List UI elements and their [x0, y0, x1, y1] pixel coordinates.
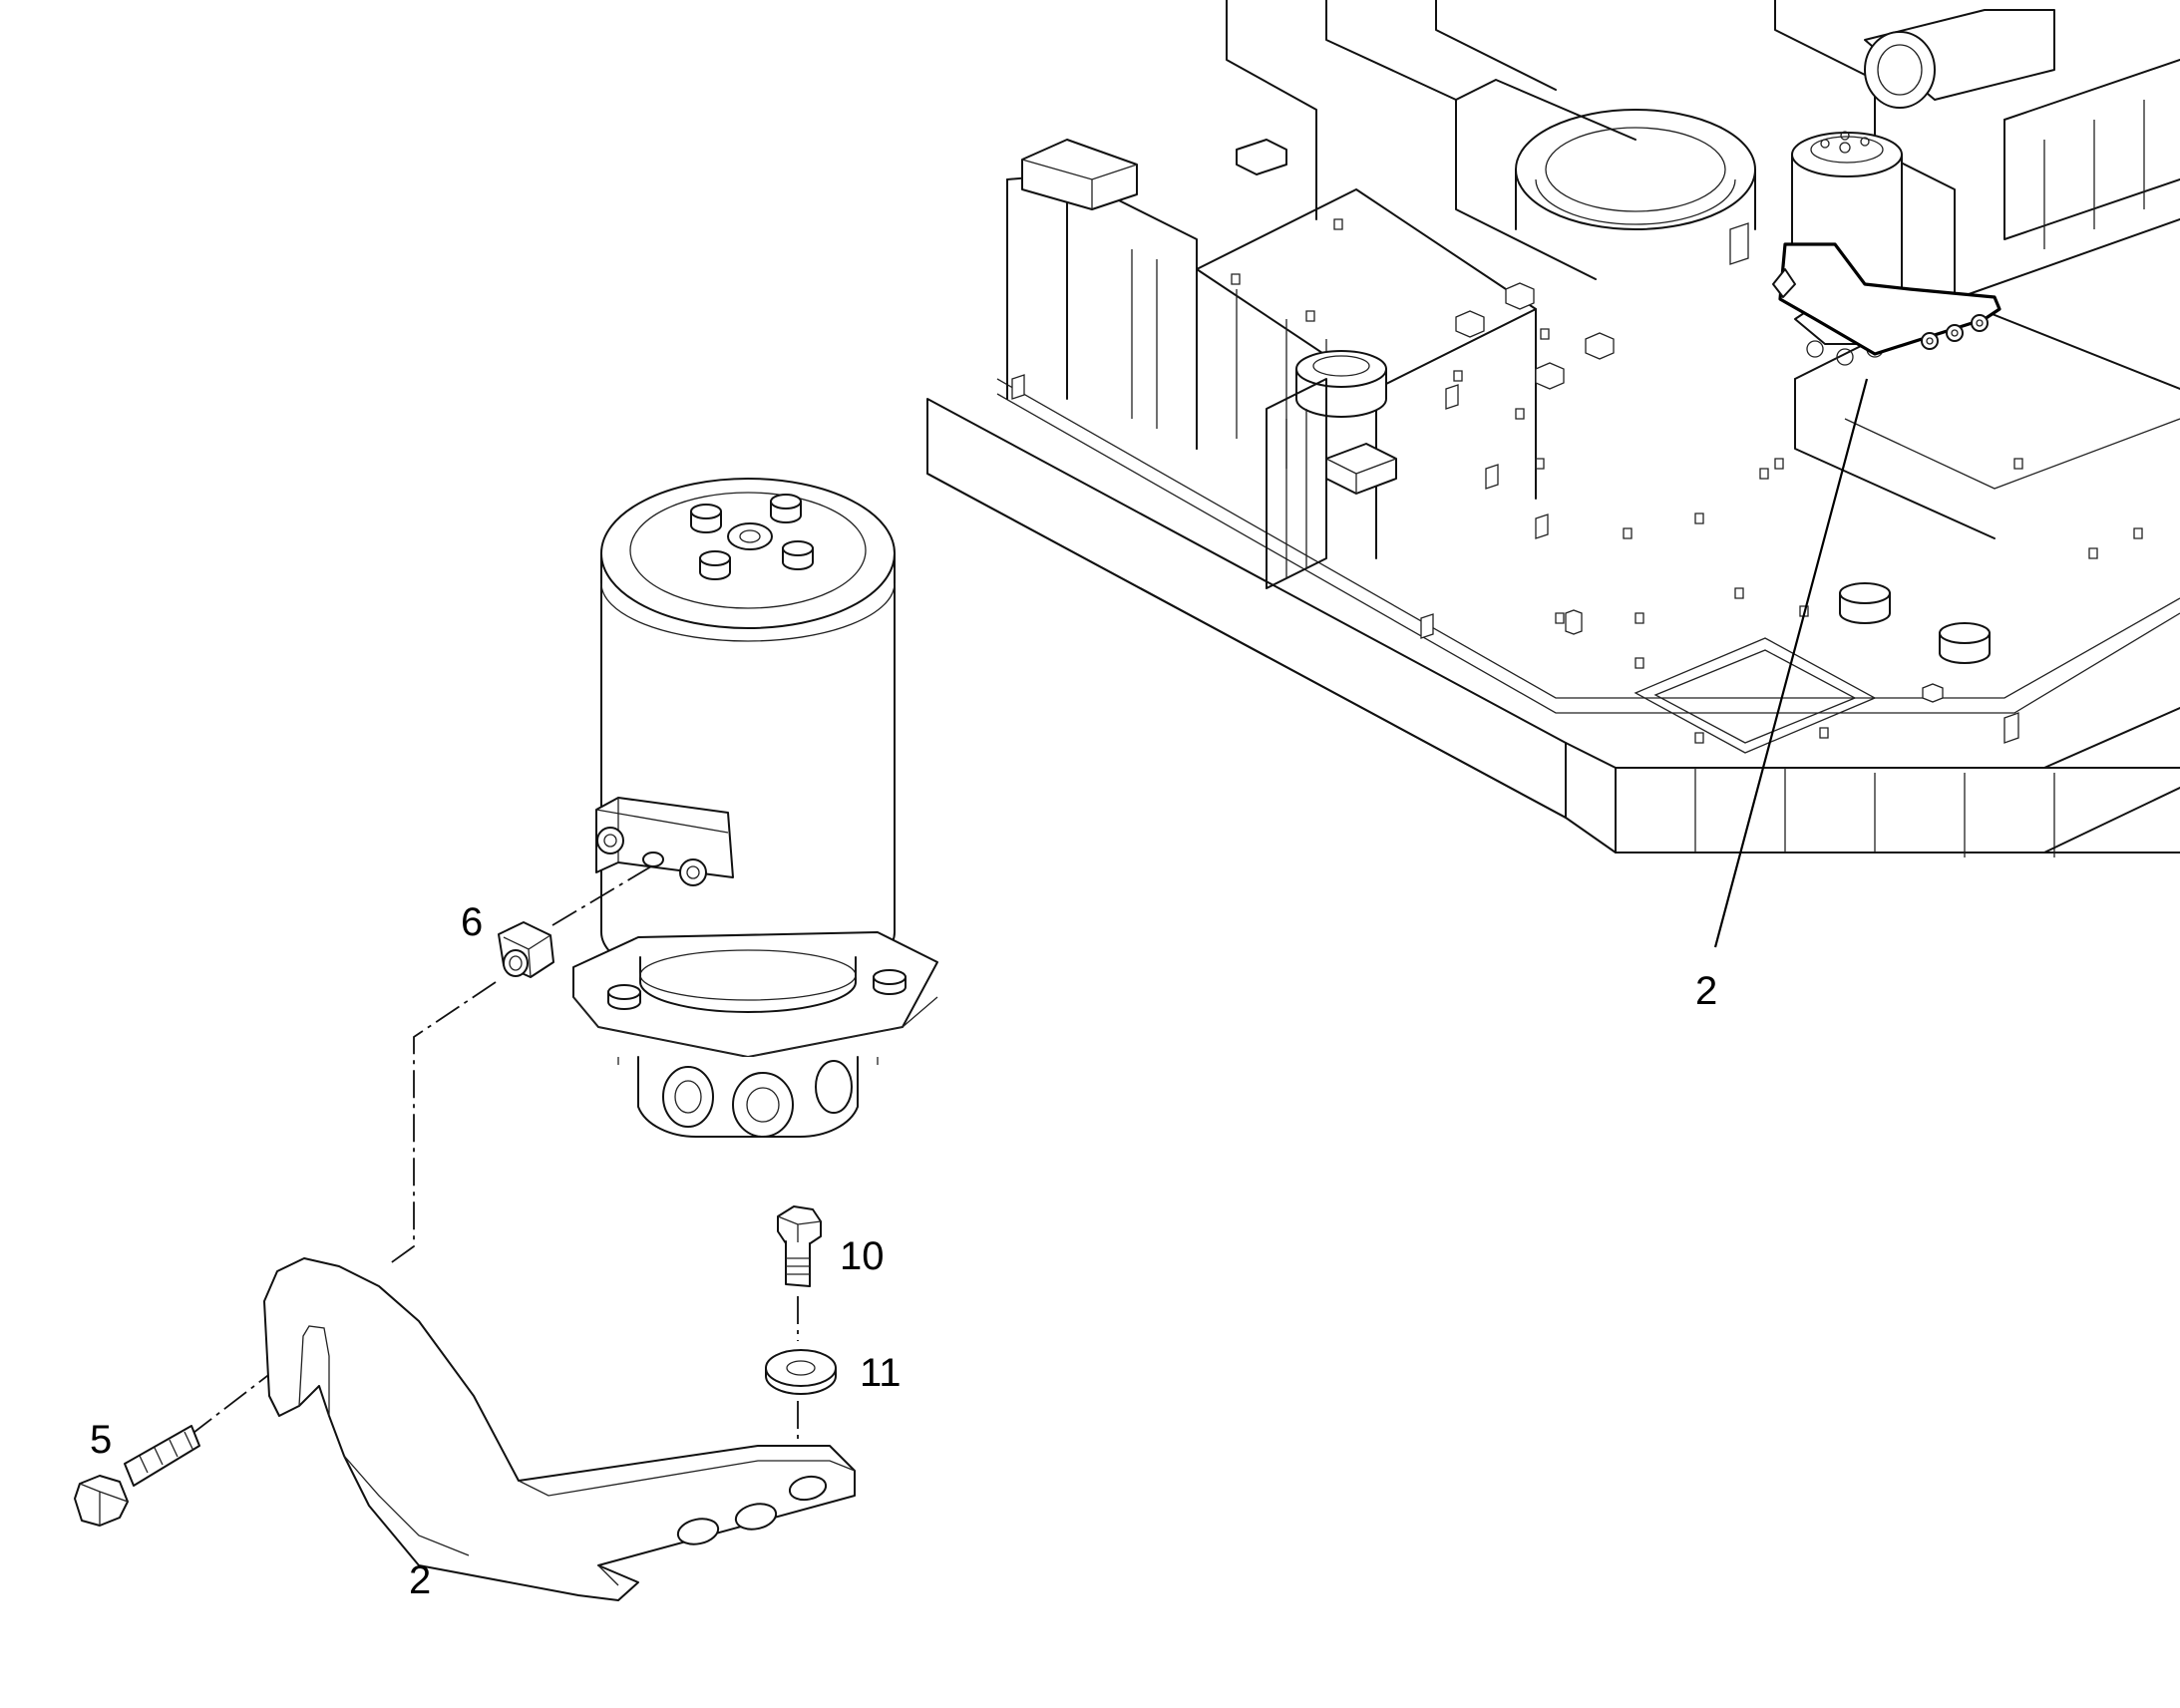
assembly-line-nut-bracket — [388, 981, 497, 1265]
frame-bracket-highlight — [1772, 242, 2001, 356]
callout-bracket: 2 — [409, 1558, 431, 1602]
callout-frame-bracket: 2 — [1695, 969, 1717, 1013]
washer — [765, 1349, 837, 1395]
callout-bolt-top: 10 — [840, 1234, 885, 1278]
frame-bracket-leader — [1713, 378, 1869, 948]
callout-nut: 6 — [461, 900, 483, 944]
mounting-bracket — [263, 1257, 856, 1601]
callout-washer: 11 — [860, 1351, 902, 1395]
hex-nut — [498, 921, 554, 978]
rotary-joint — [572, 478, 938, 1139]
bolt-top — [777, 1205, 822, 1287]
assembly-line-nut — [551, 862, 657, 926]
bolt-side — [74, 1425, 200, 1527]
upper-frame-assembly — [926, 0, 2180, 857]
callout-bolt-side: 5 — [90, 1418, 112, 1462]
